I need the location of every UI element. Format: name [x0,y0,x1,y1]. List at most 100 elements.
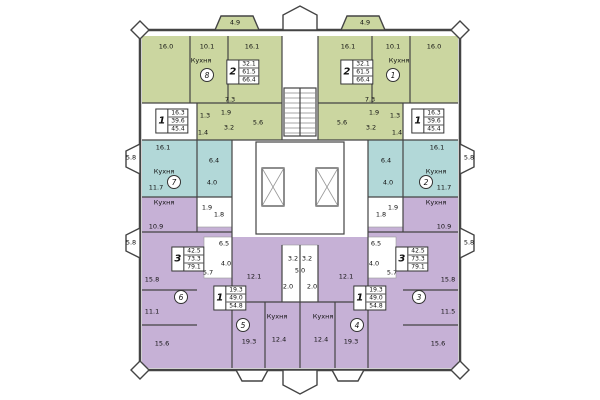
area-label: 1.3 [389,111,401,120]
area-label: 5.8 [463,153,475,162]
kitchen-label: Кухня [266,312,288,321]
area-label: 19.3 [343,337,359,346]
area-value: 39.6 [168,116,188,125]
area-label: 5.8 [125,153,137,162]
area-label: 1.9 [220,108,232,117]
area-label: 11.7 [436,183,452,192]
area-label: 1.9 [368,108,380,117]
apartment-number: 3 [412,290,426,304]
area-label: 1.9 [387,203,399,212]
area-value: 49.0 [226,293,246,302]
area-label: 1.4 [197,128,209,137]
area-label: 5.8 [463,238,475,247]
area-label: 3.2 [365,123,377,132]
area-label: 12.1 [338,272,354,281]
area-value: 73.3 [184,254,204,263]
area-label: 4.0 [368,259,380,268]
area-label: 10.1 [385,42,401,51]
area-label: 12.4 [313,335,329,344]
area-value: 16.3 [171,109,185,117]
area-label: 4.9 [229,18,241,27]
area-label: 3.2 [287,254,299,263]
area-value: 79.1 [184,262,204,271]
rooms-count: 1 [354,286,367,310]
area-label: 1.4 [391,128,403,137]
area-label: 6.4 [380,156,392,165]
area-value: 19.3 [369,286,383,294]
area-label: 16.1 [429,143,445,152]
area-label: 11.7 [148,183,164,192]
area-label: 1.8 [213,210,225,219]
area-label: 10.1 [199,42,215,51]
area-value: 19.3 [229,286,243,294]
area-label: 11.5 [440,307,456,316]
apartment-number: 6 [174,290,188,304]
area-label: 12.1 [246,272,262,281]
area-value: 45.4 [168,124,188,133]
balconies [125,5,475,395]
kitchen-label: Кухня [153,198,175,207]
rooms-count: 3 [396,247,409,271]
area-label: 15.6 [154,339,170,348]
apartment-number: 1 [386,68,400,82]
area-label: 3.2 [223,123,235,132]
area-label: 16.0 [426,42,442,51]
elevator-core [255,141,345,235]
area-label: 16.0 [158,42,174,51]
area-value: 54.8 [226,301,246,310]
area-label: 6.5 [370,239,382,248]
area-label: 5.0 [294,266,306,275]
area-value: 79.1 [408,262,428,271]
area-label: 6.4 [208,156,220,165]
kitchen-label: Кухня [312,312,334,321]
area-label: 1.9 [201,203,213,212]
area-value: 61.5 [239,67,259,76]
area-label: 16.1 [244,42,260,51]
area-value: 49.0 [366,293,386,302]
area-value: 73.3 [408,254,428,263]
area-label: 2.0 [282,282,294,291]
area-label: 4.0 [206,178,218,187]
apartment-number: 2 [419,175,433,189]
area-label: 6.5 [218,239,230,248]
area-value: 32.1 [242,60,256,68]
kitchen-label: Кухня [425,167,447,176]
area-label: 19.3 [241,337,257,346]
rooms-count: 1 [412,109,425,133]
area-value: 16.3 [427,109,441,117]
area-label: 16.1 [155,143,171,152]
area-label: 7.3 [364,95,376,104]
area-value: 61.5 [353,67,373,76]
area-label: 15.8 [440,275,456,284]
stairwell [283,87,317,137]
rooms-count: 3 [172,247,185,271]
area-label: 4.0 [382,178,394,187]
area-label: 15.6 [430,339,446,348]
area-label: 1.8 [375,210,387,219]
area-label: 4.9 [359,18,371,27]
area-label: 5.6 [252,118,264,127]
area-label: 2.0 [306,282,318,291]
rooms-count: 2 [227,60,240,84]
area-label: 11.1 [144,307,160,316]
area-value: 32.1 [356,60,370,68]
area-value: 66.4 [239,75,259,84]
area-label: 1.3 [199,111,211,120]
area-value: 66.4 [353,75,373,84]
